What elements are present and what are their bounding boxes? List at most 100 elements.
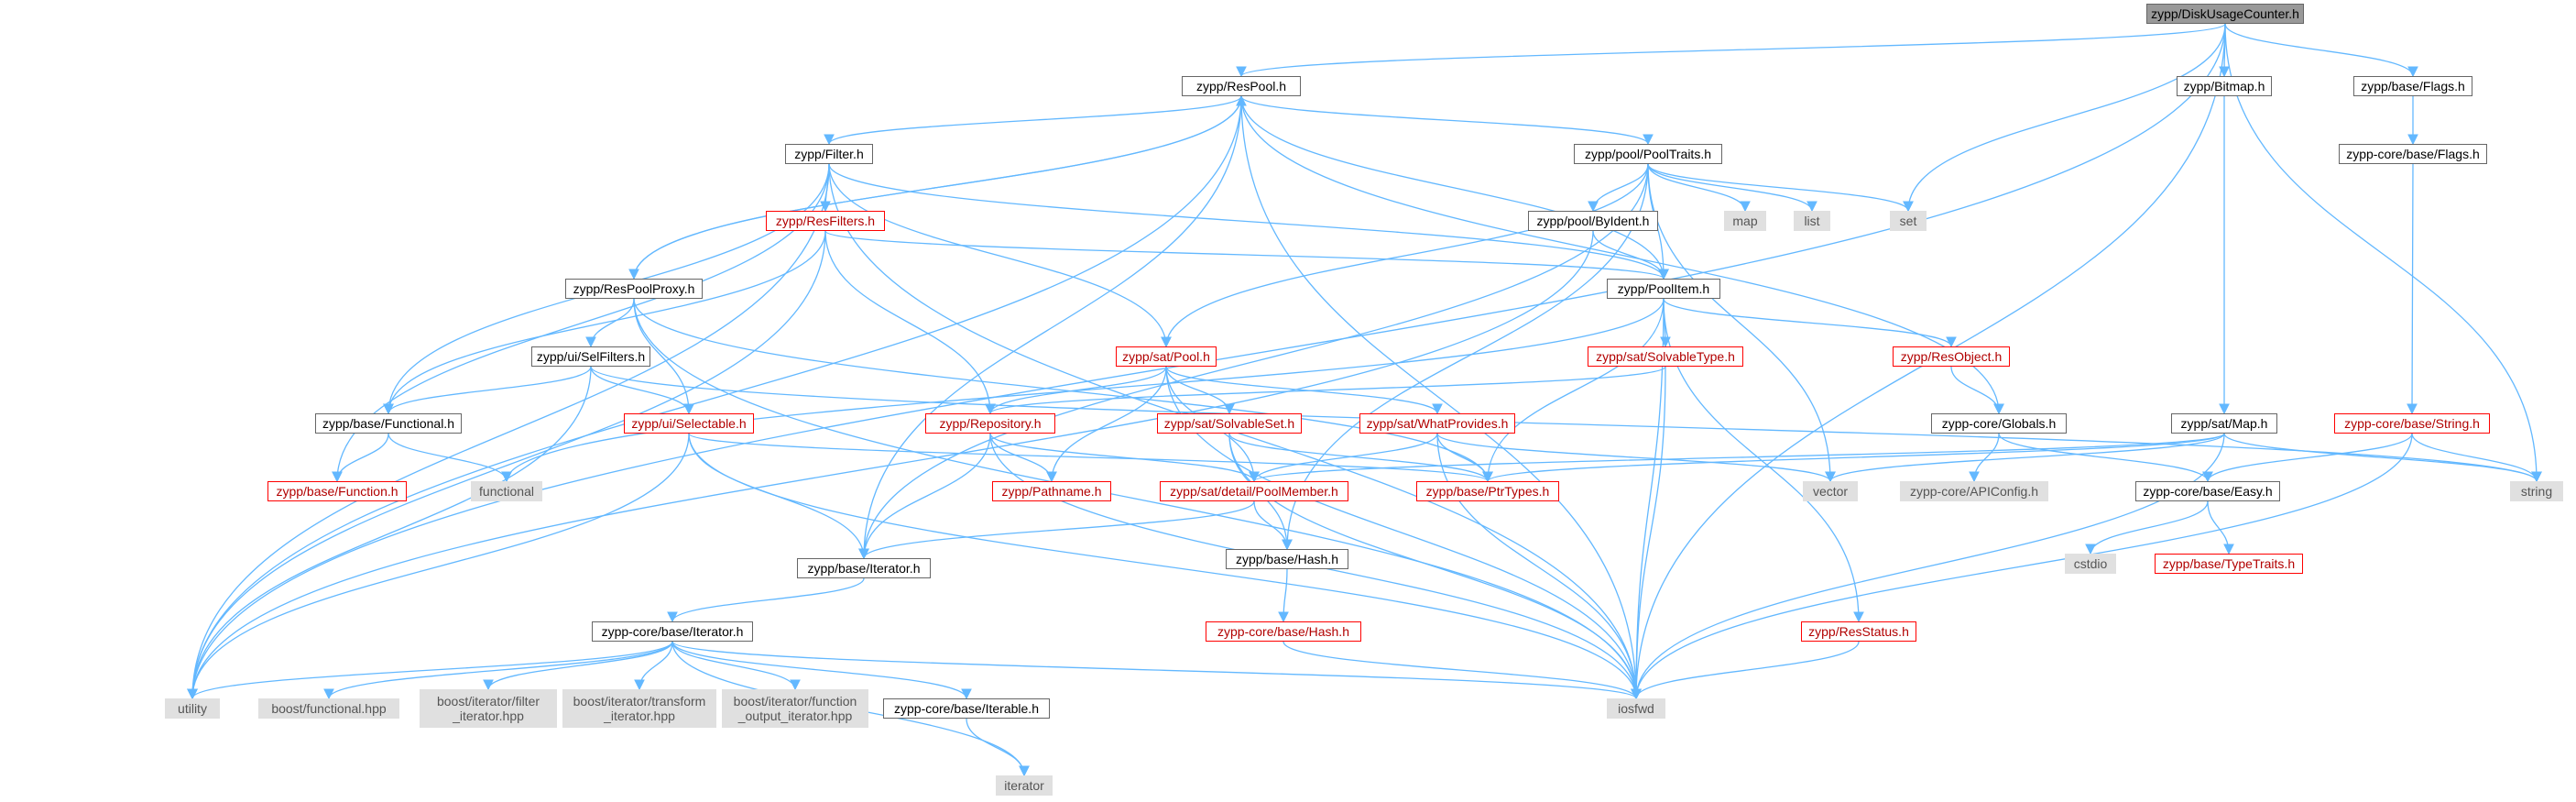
- edge-coreiterator-to-iterable: [671, 641, 972, 700]
- edge-satpool-to-repository: [985, 366, 1167, 415]
- node-functional: functional: [471, 481, 542, 501]
- edge-resfilters-to-functional: [383, 230, 826, 415]
- node-set: set: [1890, 211, 1927, 231]
- node-pool-traits[interactable]: zypp/pool/PoolTraits.h: [1574, 144, 1722, 164]
- node-vector: vector: [1803, 481, 1858, 501]
- node-core-string[interactable]: zypp-core/base/String.h: [2334, 413, 2490, 434]
- node-function-output-iterator: boost/iterator/function _output_iterator…: [722, 689, 868, 728]
- edge-coreiterator-to-utility: [187, 641, 673, 700]
- edge-easy-to-typetraits: [2207, 500, 2234, 555]
- edge-coreflags-to-corestring: [2407, 163, 2418, 415]
- node-base-iterator[interactable]: zypp/base/Iterator.h: [797, 558, 931, 578]
- edge-respool-to-iosfwd: [1240, 95, 1642, 700]
- node-pool-member[interactable]: zypp/sat/detail/PoolMember.h: [1160, 481, 1348, 501]
- edge-pooltraits-to-set: [1647, 163, 1914, 213]
- node-solvable-set[interactable]: zypp/sat/SolvableSet.h: [1157, 413, 1302, 434]
- edge-respoolproxy-to-respool: [633, 94, 1247, 280]
- node-selectable[interactable]: zypp/ui/Selectable.h: [624, 413, 754, 434]
- edge-coreiterator-to-funcoutiter: [671, 641, 801, 691]
- node-base-hash[interactable]: zypp/base/Hash.h: [1226, 549, 1348, 569]
- edge-iterator-to-coreiterator: [667, 577, 865, 623]
- edge-globals-to-apiconfig: [1969, 433, 2000, 483]
- edge-coreiterator-to-boostfunctional: [323, 641, 673, 700]
- node-sat-pool[interactable]: zypp/sat/Pool.h: [1116, 346, 1217, 367]
- edge-poolitem-to-ptrtypes: [1482, 298, 1665, 483]
- node-core-hash[interactable]: zypp-core/base/Hash.h: [1206, 621, 1361, 642]
- node-iterator: iterator: [996, 775, 1053, 796]
- node-bitmap[interactable]: zypp/Bitmap.h: [2177, 76, 2272, 96]
- edge-whatprovides-to-poolmember: [1249, 433, 1438, 483]
- edge-respool-to-utility: [187, 95, 1242, 700]
- node-filter-iterator: boost/iterator/filter _iterator.hpp: [420, 689, 557, 728]
- edge-byident-to-poolitem: [1592, 230, 1669, 280]
- edge-pooltraits-to-list: [1647, 163, 1817, 213]
- node-base-functional[interactable]: zypp/base/Functional.h: [315, 413, 462, 434]
- node-solvable-type[interactable]: zypp/sat/SolvableType.h: [1588, 346, 1743, 367]
- edge-satpool-to-whatprovides: [1165, 366, 1443, 415]
- edge-whatprovides-to-vector: [1436, 433, 1836, 483]
- edge-respool-to-poolitem: [1240, 95, 1669, 280]
- edge-functional-to-function: [332, 433, 389, 483]
- edge-poolmember-to-hash: [1253, 500, 1293, 551]
- edge-pooltraits-to-map: [1647, 163, 1751, 213]
- edge-solvabletype-to-iosfwd: [1631, 366, 1666, 700]
- edge-selfilters-to-utility: [187, 366, 592, 700]
- node-ptr-types[interactable]: zypp/base/PtrTypes.h: [1416, 481, 1559, 501]
- edge-selfilters-to-selectable: [590, 366, 694, 415]
- edge-pooltraits-to-satpool: [1161, 163, 1649, 348]
- edge-coreiterator-to-transformiter: [634, 641, 673, 691]
- node-sel-filters[interactable]: zypp/ui/SelFilters.h: [531, 346, 650, 367]
- node-respool[interactable]: zypp/ResPool.h: [1182, 76, 1301, 96]
- node-pathname[interactable]: zypp/Pathname.h: [992, 481, 1111, 501]
- edge-satmap-to-vector: [1825, 433, 2225, 483]
- edge-solvabletype-to-repository: [985, 366, 1666, 415]
- edge-pooltraits-to-hash: [1282, 163, 1649, 551]
- node-utility: utility: [165, 698, 220, 719]
- node-repository[interactable]: zypp/Repository.h: [925, 413, 1055, 434]
- edge-poolmember-to-iterator: [858, 500, 1255, 560]
- edge-filter-to-poolitem: [828, 163, 1669, 280]
- edge-globals-to-easy: [1998, 433, 2213, 483]
- node-core-flags[interactable]: zypp-core/base/Flags.h: [2339, 144, 2487, 164]
- node-core-iterator[interactable]: zypp-core/base/Iterator.h: [592, 621, 753, 642]
- edge-repository-to-iterator: [858, 433, 991, 560]
- node-sat-map[interactable]: zypp/sat/Map.h: [2171, 413, 2277, 434]
- node-respool-proxy[interactable]: zypp/ResPoolProxy.h: [565, 279, 703, 299]
- edge-satmap-to-string: [2223, 433, 2542, 483]
- edge-corestring-to-string: [2411, 433, 2542, 483]
- node-type-traits[interactable]: zypp/base/TypeTraits.h: [2155, 554, 2303, 574]
- node-res-filters[interactable]: zypp/ResFilters.h: [766, 211, 885, 231]
- node-filter[interactable]: zypp/Filter.h: [785, 144, 873, 164]
- node-core-iterable[interactable]: zypp-core/base/Iterable.h: [883, 698, 1050, 719]
- edge-resfilters-to-utility: [187, 230, 826, 700]
- edge-coreiterator-to-filteriter: [483, 641, 673, 691]
- node-map: map: [1724, 211, 1766, 231]
- node-core-easy[interactable]: zypp-core/base/Easy.h: [2135, 481, 2280, 501]
- node-pool-item[interactable]: zypp/PoolItem.h: [1607, 279, 1720, 299]
- edge-resobject-to-globals: [1950, 366, 2004, 415]
- node-base-function[interactable]: zypp/base/Function.h: [267, 481, 407, 501]
- edge-filter-to-satpool: [828, 163, 1172, 348]
- edge-whatprovides-to-iosfwd: [1436, 433, 1642, 700]
- edge-filter-to-function: [332, 163, 830, 483]
- edge-satpool-to-solvableset: [1165, 366, 1235, 415]
- edge-easy-to-cstdio: [2085, 500, 2209, 555]
- edge-iterable-to-iterator_sys: [966, 718, 1030, 777]
- edge-selectable-to-utility: [187, 433, 690, 700]
- edge-resfilters-to-repository: [824, 230, 996, 415]
- node-core-globals[interactable]: zypp-core/Globals.h: [1931, 413, 2067, 434]
- node-what-provides[interactable]: zypp/sat/WhatProvides.h: [1359, 413, 1515, 434]
- edge-resstatus-to-iosfwd: [1631, 641, 1860, 700]
- edge-poolitem-to-iosfwd: [1631, 298, 1665, 700]
- edge-filter-to-utility: [187, 163, 830, 700]
- node-api-config: zypp-core/APIConfig.h: [1900, 481, 2048, 501]
- node-by-ident[interactable]: zypp/pool/ByIdent.h: [1528, 211, 1658, 231]
- edge-coreiterator-to-iosfwd: [671, 641, 1642, 700]
- node-boost-functional: boost/functional.hpp: [258, 698, 399, 719]
- node-string: string: [2510, 481, 2563, 501]
- edge-byident-to-utility: [187, 230, 1594, 700]
- node-res-status[interactable]: zypp/ResStatus.h: [1801, 621, 1916, 642]
- node-base-flags[interactable]: zypp/base/Flags.h: [2353, 76, 2472, 96]
- node-res-object[interactable]: zypp/ResObject.h: [1893, 346, 2010, 367]
